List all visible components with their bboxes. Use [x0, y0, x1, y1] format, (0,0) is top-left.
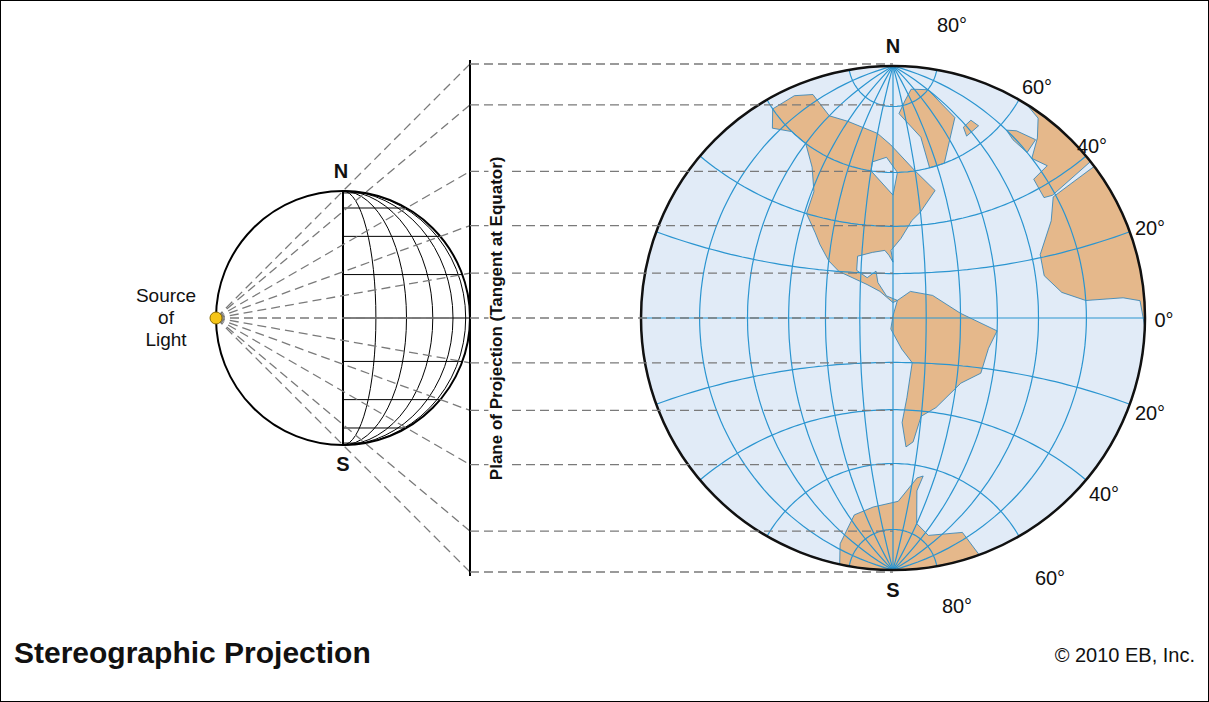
- globe-outline: [216, 191, 470, 445]
- light-ray: [216, 318, 470, 572]
- parallel-line: [343, 192, 365, 193]
- projection-line: [470, 225, 893, 226]
- parallel-line: [767, 100, 1019, 173]
- parallel-line: [343, 427, 407, 428]
- light-ray: [216, 318, 470, 531]
- parallel-line: [849, 530, 937, 567]
- light-source-dot: [210, 312, 222, 324]
- latitude-label: 80°: [942, 595, 972, 617]
- parallel-line: [767, 464, 1019, 537]
- light-ray: [216, 105, 470, 318]
- land-mass: [1002, 61, 1134, 198]
- projection-line: [470, 530, 893, 531]
- projection-lines: [470, 64, 893, 572]
- light-ray: [216, 273, 470, 318]
- latitude-label: 40°: [1077, 135, 1107, 157]
- projection-line: [470, 362, 893, 363]
- projection-line: [470, 571, 893, 572]
- projection-line: [470, 464, 893, 465]
- parallel-line: [343, 208, 407, 209]
- light-ray: [216, 171, 470, 318]
- projected-map: [641, 61, 1154, 574]
- projection-rays: [216, 64, 470, 572]
- latitude-label: 60°: [1035, 567, 1065, 589]
- latitude-label: 80°: [937, 14, 967, 36]
- light-ray: [216, 318, 470, 410]
- copyright-caption: © 2010 EB, Inc.: [1055, 644, 1195, 666]
- parallel-line: [700, 156, 1086, 226]
- projection-line: [470, 171, 893, 172]
- light-ray: [216, 317, 470, 318]
- latitude-label: 40°: [1089, 483, 1119, 505]
- pole-letter: S: [336, 453, 349, 475]
- pole-letter: N: [886, 35, 900, 57]
- projection-line: [470, 273, 893, 274]
- map-content: [641, 61, 1154, 574]
- parallel-line: [343, 274, 462, 275]
- land-mass: [1006, 130, 1035, 152]
- parallel-line: [343, 399, 440, 400]
- land-mass: [963, 120, 978, 136]
- plane-label: Plane of Projection (Tangent at Equator): [489, 153, 508, 483]
- light-source-label: Source of Light: [136, 285, 196, 351]
- latitude-label: 20°: [1135, 402, 1165, 424]
- pole-letter: S: [886, 579, 899, 601]
- parallel-line: [656, 232, 1130, 274]
- parallel-line: [849, 70, 937, 107]
- parallel-line: [700, 410, 1086, 480]
- projection-line: [470, 317, 893, 318]
- projection-line: [470, 104, 893, 105]
- latitude-label: 0°: [1154, 309, 1173, 331]
- projection-line: [470, 410, 893, 411]
- parallel-line: [343, 443, 365, 444]
- diagram-title: Stereographic Projection: [14, 636, 371, 669]
- latitude-label: 20°: [1135, 217, 1165, 239]
- light-ray: [216, 64, 470, 318]
- parallel-line: [343, 361, 462, 362]
- light-ray: [216, 318, 470, 465]
- latitude-label: 60°: [1022, 76, 1052, 98]
- parallel-line: [656, 362, 1130, 404]
- light-ray: [216, 226, 470, 318]
- small-globe: [216, 191, 470, 445]
- projection-line: [470, 63, 893, 64]
- parallel-line: [343, 236, 440, 237]
- pole-letter: N: [334, 160, 348, 182]
